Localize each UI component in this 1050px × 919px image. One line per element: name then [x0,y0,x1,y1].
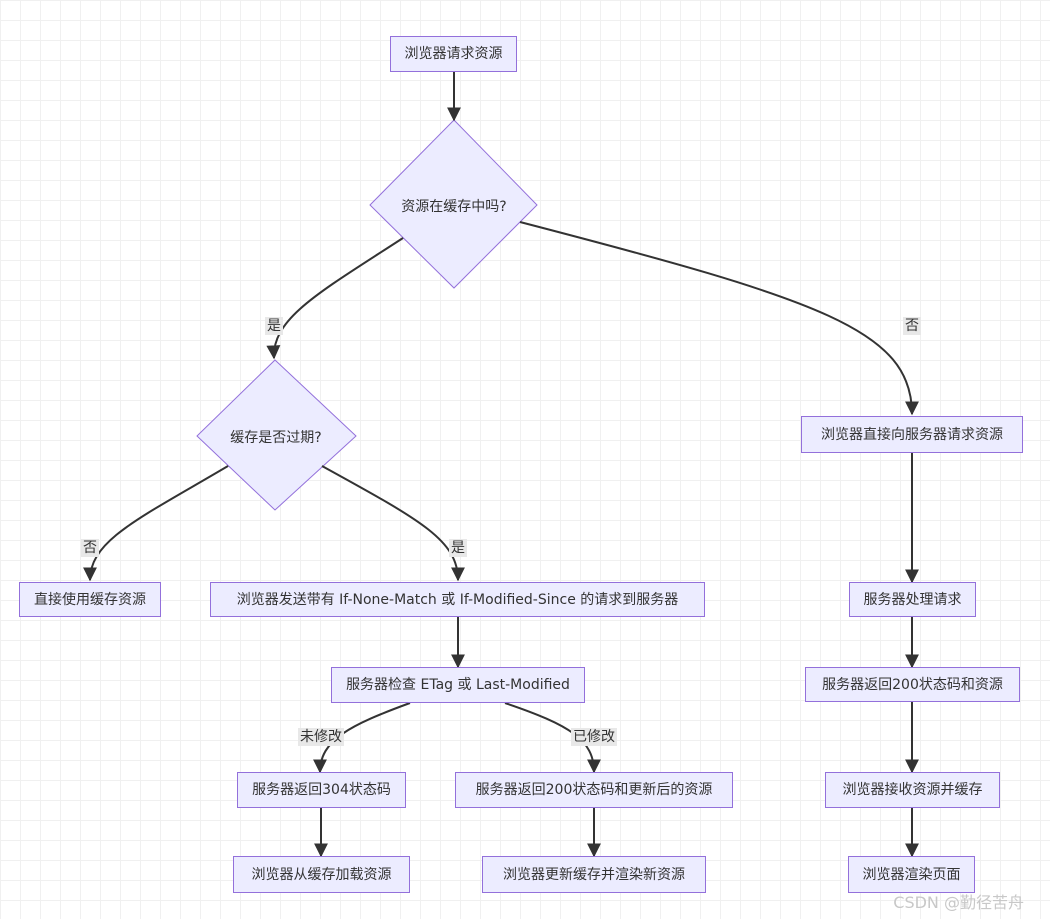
edge-label-in-cache-no: 否 [903,317,921,335]
node-label: 浏览器从缓存加载资源 [251,866,392,883]
node-server-process: 服务器处理请求 [849,582,976,617]
node-conditional-request: 浏览器发送带有 If-None-Match 或 If-Modified-Sinc… [210,582,705,617]
node-direct-request: 浏览器直接向服务器请求资源 [801,416,1023,453]
node-label: 直接使用缓存资源 [34,591,146,608]
decision-diamond-cache-expired [196,359,357,511]
watermark: CSDN @勤径苦舟 [893,893,1024,912]
node-browser-request: 浏览器请求资源 [390,36,517,72]
decision-label-cache-expired: 缓存是否过期? [230,430,322,446]
node-label: 服务器返回200状态码和更新后的资源 [475,782,713,798]
node-use-cache: 直接使用缓存资源 [19,582,161,617]
node-label: 服务器返回304状态码 [252,782,391,798]
node-label: 浏览器渲染页面 [862,866,961,883]
node-label: 服务器处理请求 [863,591,962,608]
node-render-page: 浏览器渲染页面 [848,856,975,893]
node-server-check: 服务器检查 ETag 或 Last-Modified [331,667,585,703]
node-return-304: 服务器返回304状态码 [237,772,406,808]
edge-label-in-cache-yes: 是 [265,317,283,335]
node-return-200-updated: 服务器返回200状态码和更新后的资源 [455,772,733,808]
node-label: 浏览器发送带有 If-None-Match 或 If-Modified-Sinc… [236,591,679,608]
edge-expired-yes [321,465,465,582]
decision-diamond-in-cache [369,119,538,289]
edge-label-modified: 已修改 [571,728,617,746]
edge-expired-no [83,465,229,582]
edge-label-not-modified: 未修改 [298,728,344,746]
edge-in-cache-no [519,221,919,416]
node-return-200: 服务器返回200状态码和资源 [805,667,1020,702]
node-update-cache-render: 浏览器更新缓存并渲染新资源 [482,856,706,893]
node-receive-cache: 浏览器接收资源并缓存 [825,772,1000,808]
node-load-from-cache: 浏览器从缓存加载资源 [233,856,410,893]
node-label: 浏览器请求资源 [404,46,503,62]
node-label: 浏览器更新缓存并渲染新资源 [503,866,685,883]
edge-label-expired-yes: 是 [449,539,467,557]
node-label: 浏览器接收资源并缓存 [842,782,983,798]
node-label: 服务器检查 ETag 或 Last-Modified [346,677,570,693]
edge-in-cache-yes [266,237,404,360]
edge-label-expired-no: 否 [81,539,99,557]
node-label: 浏览器直接向服务器请求资源 [821,426,1003,443]
decision-label-in-cache: 资源在缓存中吗? [401,199,507,215]
node-label: 服务器返回200状态码和资源 [822,676,1003,693]
